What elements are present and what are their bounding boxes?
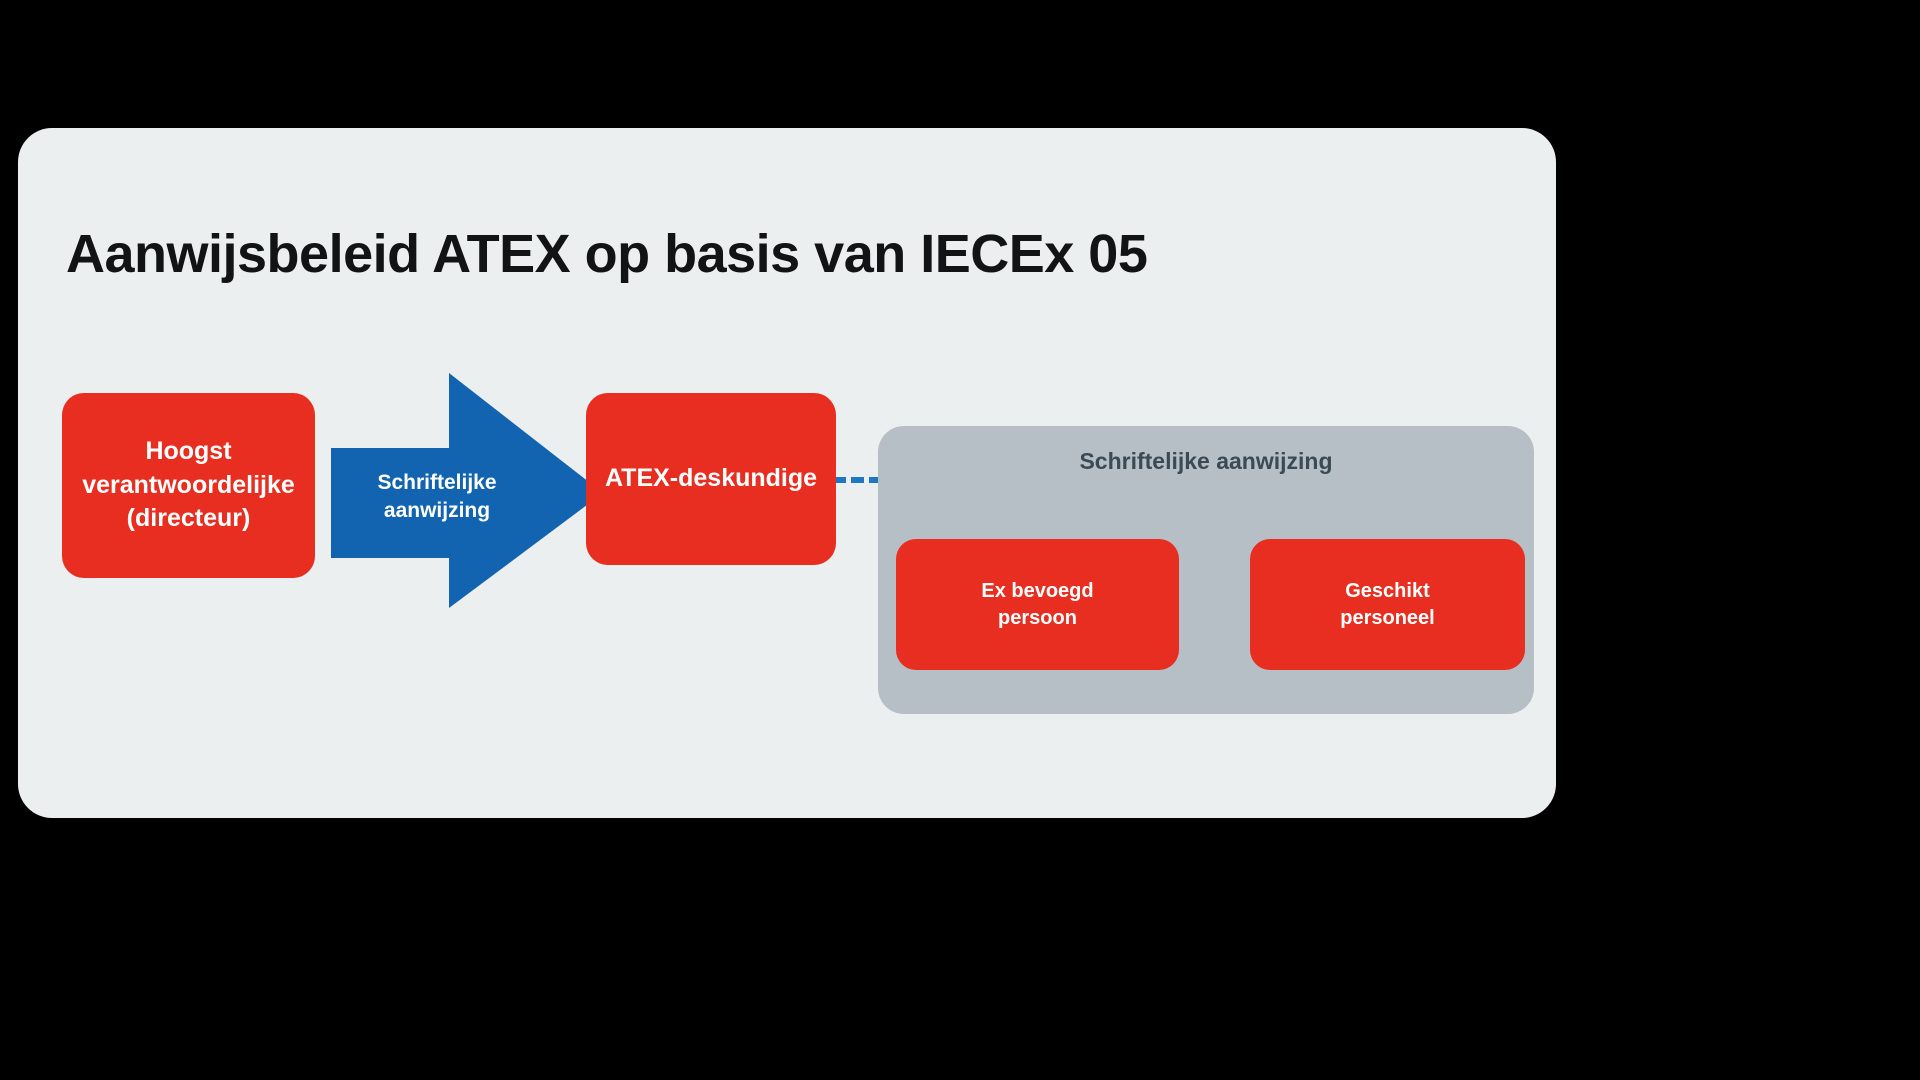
node-hoogst-verantwoordelijke[interactable]: Hoogst verantwoordelijke (directeur) <box>62 393 315 578</box>
block-arrow-right-icon <box>331 373 603 608</box>
panel-schriftelijke-aanwijzing-title: Schriftelijke aanwijzing <box>1079 448 1333 474</box>
diagram-card: Aanwijsbeleid ATEX op basis van IECEx 05… <box>18 128 1556 818</box>
node-ex-bevoegd-persoon-label: Ex bevoegd persoon <box>981 579 1094 629</box>
arrow-schriftelijke-aanwijzing-label: Schriftelijke aanwijzing <box>377 471 497 523</box>
node-atex-deskundige-label: ATEX-deskundige <box>604 464 818 493</box>
node-geschikt-personeel-label: Geschikt personeel <box>1340 579 1435 629</box>
node-atex-deskundige[interactable]: ATEX-deskundige <box>586 393 836 565</box>
node-ex-bevoegd-persoon[interactable]: Ex bevoegd persoon <box>896 539 1179 670</box>
node-hoogst-verantwoordelijke-label: Hoogst verantwoordelijke (directeur) <box>82 437 295 533</box>
panel-schriftelijke-aanwijzing: Schriftelijke aanwijzing Ex bevoegd pers… <box>878 426 1534 714</box>
arrow-schriftelijke-aanwijzing: Schriftelijke aanwijzing <box>331 373 603 608</box>
page-title: Aanwijsbeleid ATEX op basis van IECEx 05 <box>66 224 1148 284</box>
node-geschikt-personeel[interactable]: Geschikt personeel <box>1250 539 1525 670</box>
